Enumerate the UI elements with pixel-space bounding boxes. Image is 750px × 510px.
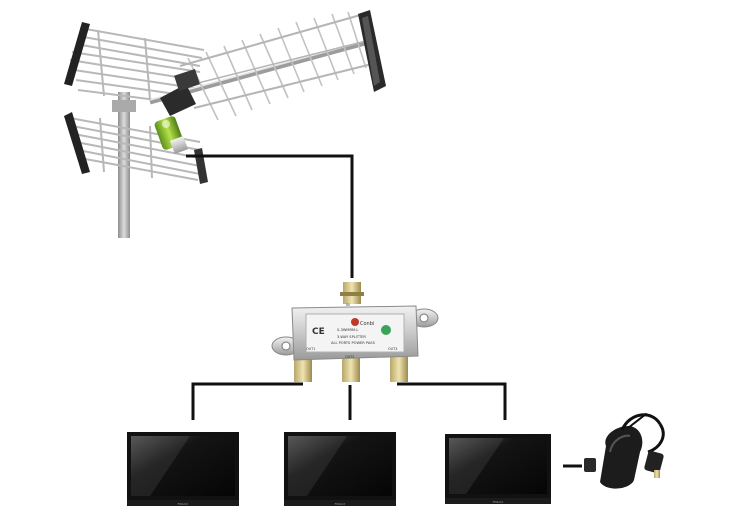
splitter: CE Conbi S-3WMRM-L 3-WAY SPLITTER ALL PO… bbox=[271, 282, 439, 382]
tv-brand: FINLUX bbox=[493, 500, 504, 504]
splitter-output-port-3 bbox=[390, 356, 408, 382]
brand-logo-icon bbox=[351, 318, 359, 326]
out3-label: OUT3 bbox=[388, 347, 397, 351]
recycle-icon bbox=[381, 325, 391, 335]
antenna-amplifier-icon bbox=[154, 116, 188, 154]
splitter-type: 3-WAY SPLITTER bbox=[337, 335, 366, 339]
brand-name: Conbi bbox=[360, 321, 374, 327]
out2-label: OUT2 bbox=[345, 355, 354, 359]
cable-out1 bbox=[191, 382, 303, 420]
yagi-antenna-icon bbox=[64, 10, 386, 238]
tv-1: FINLUX bbox=[127, 432, 239, 506]
model-code: S-3WMRM-L bbox=[337, 328, 358, 332]
coax-cables bbox=[186, 154, 582, 468]
splitter-output-port-1 bbox=[294, 356, 312, 382]
out1-label: OUT1 bbox=[306, 347, 315, 351]
tv-2: FINLUX bbox=[284, 432, 396, 506]
tv-3: FINLUX bbox=[445, 434, 551, 504]
power-pass-text: ALL PORTS POWER PASS bbox=[331, 341, 376, 345]
cable-antenna-to-splitter bbox=[186, 154, 354, 278]
tv-brand: FINLUX bbox=[335, 502, 346, 506]
input-label: IN bbox=[346, 303, 350, 307]
ce-mark: CE bbox=[312, 327, 325, 337]
splitter-output-port-2 bbox=[342, 356, 360, 382]
cable-out3 bbox=[397, 382, 507, 420]
power-adapter-icon bbox=[584, 412, 665, 489]
tv-brand: FINLUX bbox=[178, 502, 189, 506]
